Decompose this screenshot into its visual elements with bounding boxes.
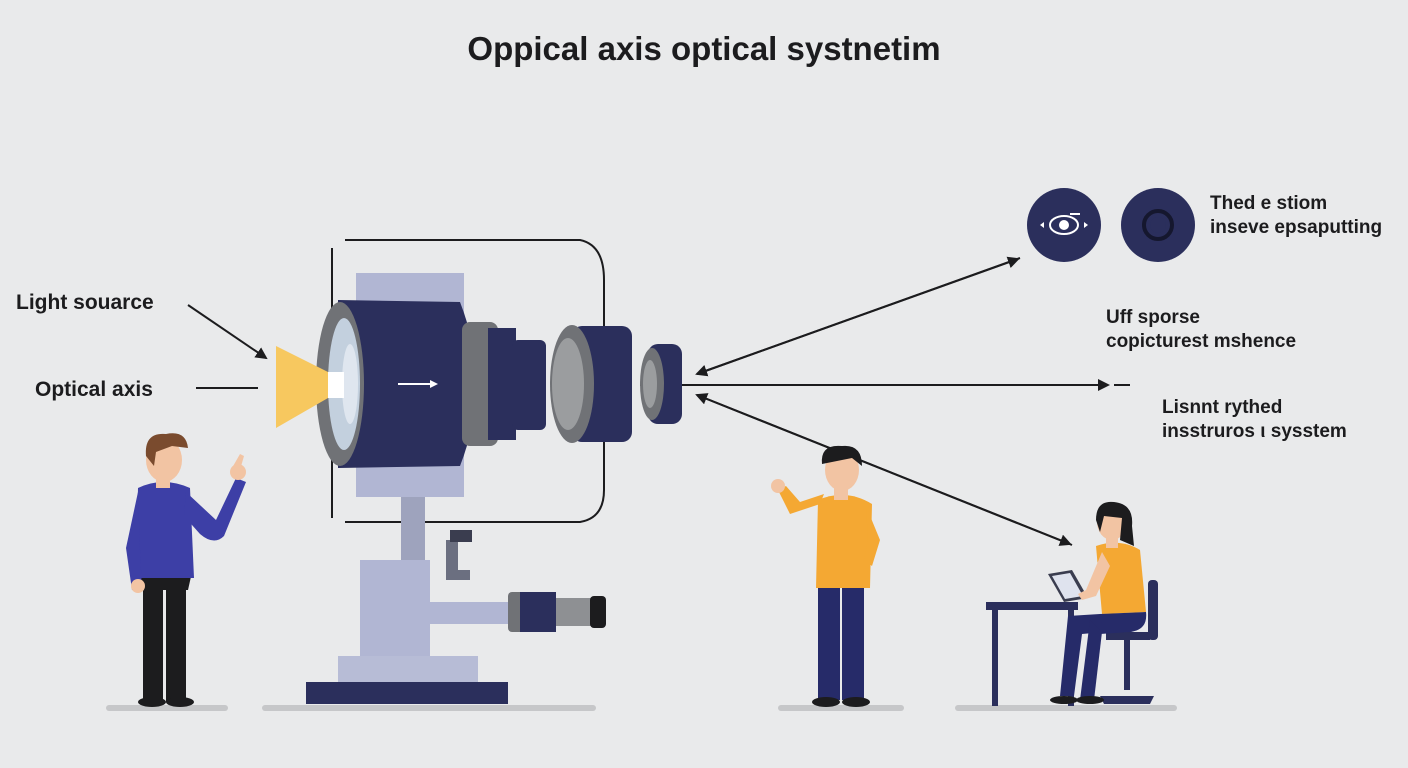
label-right-mid-line1: Uff sporse: [1106, 307, 1200, 328]
lens-barrel: [316, 300, 546, 468]
label-right-top-line1: Thed e stiom: [1210, 193, 1328, 214]
label-right-low-line2: insstruros ι sysstem: [1162, 421, 1347, 442]
secondary-lens: [550, 325, 632, 443]
light-source-pointer: [187, 304, 268, 360]
person-at-desk: [986, 501, 1158, 706]
label-right-top-line2: inseve epsaputting: [1210, 217, 1383, 238]
diagram-title: Oppical axis optical systnetim: [467, 30, 941, 67]
label-right-low-line1: Lisnnt rythed: [1162, 397, 1283, 418]
ground-lines: [106, 705, 1177, 711]
eyepiece-lens: [640, 344, 682, 424]
label-optical-axis: Optical axis: [35, 378, 153, 401]
lens-ring-icon: [1121, 188, 1195, 262]
label-right-mid-line2: copicturest mshence: [1106, 331, 1297, 352]
person-pointing-left: [126, 433, 246, 707]
eye-target-icon: [1027, 188, 1101, 262]
label-light-source: Light souarce: [16, 291, 154, 314]
person-pointing-middle: [771, 445, 880, 707]
light-beam: [276, 346, 328, 428]
